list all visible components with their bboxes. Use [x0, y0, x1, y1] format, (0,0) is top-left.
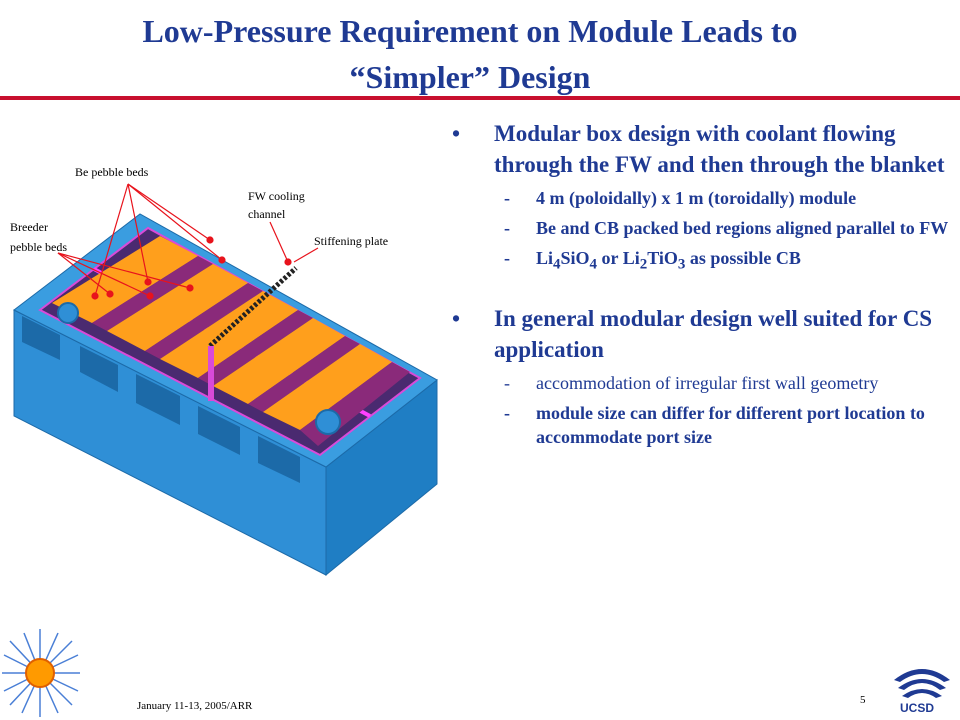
sub-dash: -: [504, 402, 510, 423]
formula-subscript: 4: [589, 256, 598, 273]
bullet-item: • In general modular design well suited …: [448, 303, 953, 365]
label-stiffening-plate: Stiffening plate: [314, 234, 388, 248]
sub-item: - Be and CB packed bed regions aligned p…: [448, 216, 953, 240]
sub-text: Be and CB packed bed regions aligned par…: [536, 218, 949, 238]
bullet-item: • Modular box design with coolant flowin…: [448, 118, 953, 180]
formula-part: TiO: [647, 248, 678, 268]
label-breeder-1: Breeder: [10, 220, 48, 234]
page-title: Low-Pressure Requirement on Module Leads…: [40, 8, 900, 100]
fw-cooling-channel: [208, 266, 298, 348]
stiffener-front: [208, 346, 214, 401]
sub-item: - module size can differ for different p…: [448, 401, 953, 449]
label-fw-cooling-1: FW cooling: [248, 189, 305, 203]
coolant-pipe: [315, 409, 341, 435]
bullet-dot: •: [452, 121, 461, 146]
footer-date: January 11-13, 2005/ARR: [137, 700, 253, 712]
formula-subscript: 2: [639, 256, 648, 273]
ucsd-logo: UCSD: [894, 669, 950, 715]
formula-subscript: 4: [553, 256, 561, 273]
title-divider: [0, 96, 960, 100]
sub-item: - 4 m (poloidally) x 1 m (toroidally) mo…: [448, 186, 953, 210]
coolant-pipe: [57, 302, 79, 324]
title-line-2: “Simpler” Design: [349, 59, 591, 95]
sub-text: module size can differ for different por…: [536, 402, 925, 447]
sub-item: - accommodation of irregular first wall …: [448, 371, 953, 395]
sub-text: 4 m (poloidally) x 1 m (toroidally) modu…: [536, 188, 857, 208]
formula-part: Li: [536, 248, 554, 268]
sub-text: accommodation of irregular first wall ge…: [536, 372, 879, 393]
formula-subscript: 3: [677, 256, 686, 273]
title-line-1: Low-Pressure Requirement on Module Leads…: [142, 13, 798, 49]
sub-item-formula: - Li4SiO4 or Li2TiO3 as possible CB: [448, 246, 953, 277]
sub-dash: -: [504, 188, 510, 208]
label-fw-cooling-2: channel: [248, 207, 286, 221]
page-number: 5: [860, 694, 866, 706]
annotation-arrows: [57, 183, 319, 300]
module-diagram: Be pebble beds FW cooling channel Breede…: [10, 165, 438, 577]
bullet-text: In general modular design well suited fo…: [494, 305, 933, 362]
bullet-text: Modular box design with coolant flowing …: [494, 121, 945, 177]
formula-part: SiO: [560, 248, 590, 268]
formula-part: as possible CB: [685, 248, 801, 268]
front-cutouts: [22, 316, 300, 483]
formula-part: or Li: [597, 248, 640, 268]
sub-dash: -: [504, 372, 510, 393]
label-breeder-2: pebble beds: [10, 240, 67, 254]
bullet-list: • Modular box design with coolant flowin…: [448, 118, 953, 449]
sub-dash: -: [504, 218, 510, 238]
label-be-pebble-beds: Be pebble beds: [75, 165, 149, 179]
ucsd-logo-text: UCSD: [900, 701, 934, 715]
sub-dash: -: [504, 248, 510, 268]
bullet-dot: •: [452, 305, 461, 331]
sun-logo: [2, 629, 80, 717]
